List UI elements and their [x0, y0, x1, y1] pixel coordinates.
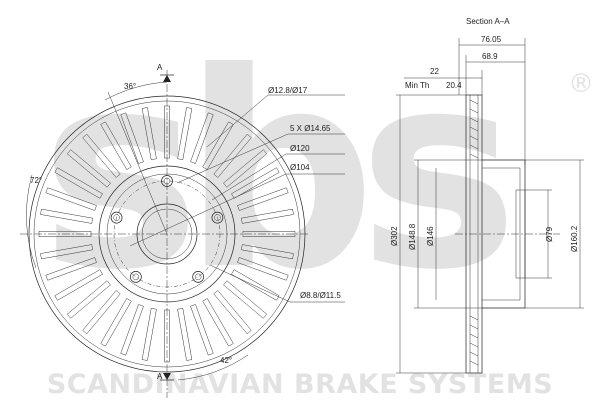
- angle-bottom-label: 42°: [220, 356, 232, 365]
- dim-outer-diameter: Ø302: [390, 226, 399, 246]
- vane: [190, 304, 214, 356]
- cooling-rib: [469, 99, 479, 105]
- vane: [177, 308, 193, 361]
- bolt-hole-inner: [214, 214, 221, 221]
- watermark-logo-text: sbs: [40, 14, 510, 329]
- vane: [40, 208, 93, 224]
- bolt-hole: [129, 271, 142, 283]
- section-marker-bottom: A: [157, 372, 163, 381]
- dim-bore: Ø79: [545, 226, 554, 242]
- dim-hat-diameter: Ø148.8: [408, 223, 417, 250]
- dim-center-bore: Ø104: [290, 163, 310, 172]
- dim-thickness: 22: [430, 67, 439, 76]
- angle-arc-left: [26, 174, 37, 269]
- vane: [40, 244, 93, 260]
- vane: [202, 121, 234, 170]
- cooling-rib: [469, 333, 479, 339]
- vane: [223, 280, 268, 319]
- dim-small-hole: Ø8.8/Ø11.5: [300, 291, 341, 300]
- vane: [164, 105, 170, 159]
- min-thickness-label: Min Th: [405, 81, 429, 90]
- vane: [120, 304, 144, 356]
- bolt-hole: [211, 211, 224, 224]
- leader-bolt-holes: [176, 133, 345, 184]
- leader-pin-hole: [206, 94, 345, 148]
- bolt-hole: [110, 211, 123, 224]
- cooling-rib: [469, 117, 479, 123]
- vane: [190, 112, 214, 164]
- vane: [141, 308, 157, 361]
- dim-overall-height: 76.05: [481, 35, 502, 44]
- vane: [213, 290, 252, 335]
- vane: [100, 298, 132, 347]
- vane: [141, 107, 157, 160]
- cooling-ribs: [469, 99, 479, 366]
- vane: [66, 280, 111, 319]
- vane: [231, 269, 280, 301]
- vane: [45, 257, 97, 281]
- cooling-rib: [469, 342, 479, 348]
- angle-top-label: 36°: [124, 82, 136, 91]
- front-view: A A 36° 72° 42° Ø12.8/Ø17 5 X Ø14.65 Ø12…: [20, 63, 345, 398]
- dim-hub-diameter: Ø160.2: [570, 225, 579, 252]
- cooling-rib: [469, 153, 479, 159]
- cooling-rib: [469, 324, 479, 330]
- angle-arc-bottom: [177, 354, 249, 381]
- registered-mark: ®: [568, 69, 594, 99]
- bolt-hole-inner: [194, 273, 202, 281]
- vane: [241, 208, 294, 224]
- dim-bolt-circle: Ø120: [290, 144, 310, 153]
- cooling-rib: [469, 351, 479, 357]
- ventilation-vanes: [38, 105, 296, 363]
- vane: [45, 187, 97, 211]
- cooling-rib: [469, 108, 479, 114]
- vane: [202, 298, 234, 347]
- section-marker-top: A: [157, 63, 163, 72]
- vane: [38, 231, 92, 237]
- vane: [82, 290, 121, 335]
- vane: [66, 149, 111, 188]
- vane: [54, 269, 103, 301]
- section-marker-top-arrow: [163, 75, 171, 82]
- vane: [237, 187, 289, 211]
- dim-hat-height: 68.9: [482, 52, 498, 61]
- section-title: Section A–A: [466, 17, 510, 26]
- vane: [120, 112, 144, 164]
- bolt-hole: [192, 271, 205, 283]
- vane: [100, 121, 132, 170]
- angle-arc-top: [104, 81, 168, 101]
- leader-center-bore: [129, 173, 345, 247]
- bolt-hole-inner: [132, 273, 140, 281]
- vane: [177, 107, 193, 160]
- dim-pin-hole: Ø12.8/Ø17: [268, 86, 308, 95]
- vane: [237, 257, 289, 281]
- angle-left-label: 72°: [30, 176, 42, 185]
- section-view: Section A–A 76.05 68.9 22 Min Th 20.4 Ø3: [390, 17, 584, 374]
- vane: [164, 309, 170, 363]
- vane: [223, 149, 268, 188]
- cooling-rib: [469, 360, 479, 366]
- leader-small-hole: [209, 264, 345, 303]
- bolt-hole-inner: [113, 214, 120, 221]
- watermark-footer: SCANDINAVIAN BRAKE SYSTEMS: [47, 369, 553, 400]
- cooling-rib: [469, 135, 479, 141]
- leader-bolt-circle: [211, 153, 345, 201]
- vane: [54, 167, 103, 199]
- vane: [231, 167, 280, 199]
- min-thickness-value: 20.4: [446, 81, 462, 90]
- vane: [241, 244, 294, 260]
- cooling-rib: [469, 126, 479, 132]
- angle-ray-top: [107, 91, 168, 235]
- sbs-watermark-logo: sbs ®: [40, 14, 594, 329]
- cooling-rib: [469, 315, 479, 321]
- dim-inner-diameter: Ø146: [426, 226, 435, 246]
- dim-bolt-holes: 5 X Ø14.65: [290, 124, 331, 133]
- cooling-rib: [469, 144, 479, 150]
- section-marker-bottom-arrow: [163, 373, 171, 380]
- vane: [242, 231, 296, 237]
- vane: [82, 133, 121, 178]
